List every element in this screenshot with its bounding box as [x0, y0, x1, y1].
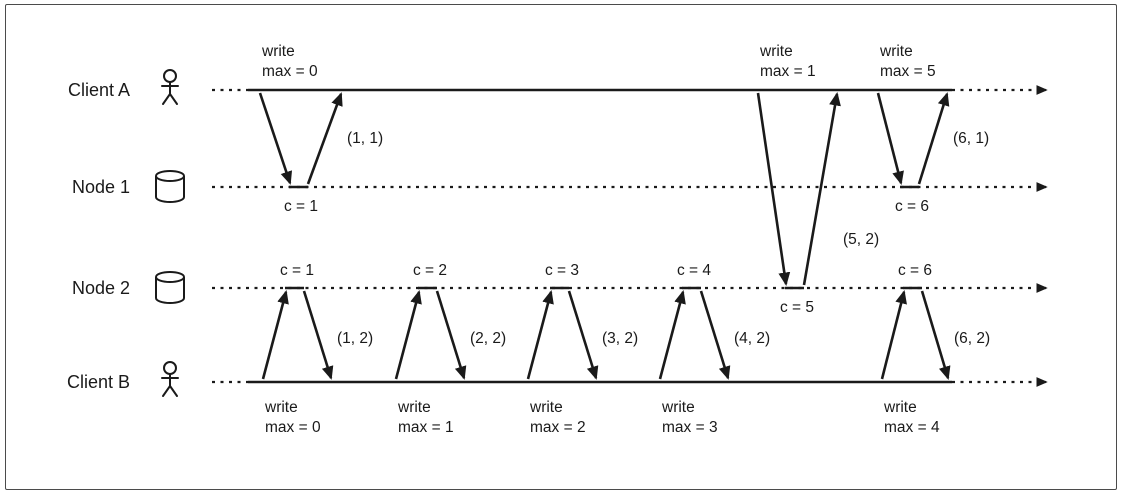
reply-label: (6, 1)	[953, 130, 989, 147]
reply-label: (6, 2)	[954, 330, 990, 347]
reply-arrow	[699, 290, 731, 380]
write-label: write	[883, 399, 917, 416]
write-label: write	[661, 399, 695, 416]
write-label: write	[879, 43, 913, 60]
message-b-write-max0: write max = 0 c = 1 (1, 2)	[261, 262, 373, 436]
write-label-max: max = 1	[760, 63, 816, 80]
message-a-write-max5: write max = 5 c = 6 (6, 1)	[876, 43, 989, 215]
cyl-bottom	[155, 297, 185, 304]
reply-label: (3, 2)	[602, 330, 638, 347]
person-icon	[161, 361, 179, 397]
reply-label: (1, 2)	[337, 330, 373, 347]
leg-right	[169, 93, 178, 105]
lane-node-2: Node 2	[72, 271, 1048, 304]
message-a-write-max1: write max = 1 c = 5 (5, 2)	[756, 43, 879, 316]
request-arrow	[526, 290, 554, 380]
message-b-write-max2: write max = 2 c = 3 (3, 2)	[526, 262, 638, 436]
write-label-max: max = 3	[662, 419, 718, 436]
counter-label: c = 6	[895, 198, 929, 215]
message-a-write-max0: write max = 0 c = 1 (1, 1)	[258, 43, 383, 215]
lane-node-1: Node 1	[72, 170, 1048, 203]
leg-right	[169, 385, 178, 397]
cyl-bottom	[155, 196, 185, 203]
reply-arrow	[920, 290, 951, 380]
leg-left	[162, 93, 171, 105]
reply-label: (5, 2)	[843, 231, 879, 248]
write-label-max: max = 0	[262, 63, 318, 80]
write-label-max: max = 2	[530, 419, 586, 436]
lane-client-a: Client A	[68, 69, 1048, 105]
message-b-write-max4: write max = 4 c = 6 (6, 2)	[880, 262, 990, 436]
cylinder-icon	[155, 170, 185, 203]
write-label: write	[264, 399, 298, 416]
request-arrow	[258, 92, 293, 185]
message-b-write-max1: write max = 1 c = 2 (2, 2)	[394, 262, 506, 436]
write-label-max: max = 5	[880, 63, 936, 80]
cylinder-icon	[155, 271, 185, 304]
write-label: write	[759, 43, 793, 60]
reply-label: (1, 1)	[347, 130, 383, 147]
lane-label-client-a: Client A	[68, 80, 130, 100]
counter-label: c = 6	[898, 262, 932, 279]
reply-arrow	[802, 92, 841, 286]
person-icon	[161, 69, 179, 105]
request-arrow	[880, 290, 907, 380]
counter-label: c = 1	[284, 198, 318, 215]
request-arrow	[876, 92, 904, 185]
reply-arrow	[306, 92, 343, 185]
leg-left	[162, 385, 171, 397]
request-arrow	[756, 92, 791, 287]
counter-label: c = 5	[780, 299, 814, 316]
counter-label: c = 2	[413, 262, 447, 279]
counter-label: c = 1	[280, 262, 314, 279]
lane-client-b: Client B	[67, 361, 1048, 397]
counter-label: c = 3	[545, 262, 579, 279]
write-label: write	[261, 43, 295, 60]
write-label: write	[397, 399, 431, 416]
lane-label-client-b: Client B	[67, 372, 130, 392]
request-arrow	[261, 290, 289, 380]
write-label-max: max = 4	[884, 419, 940, 436]
write-label-max: max = 1	[398, 419, 454, 436]
reply-label: (2, 2)	[470, 330, 506, 347]
reply-arrow	[302, 290, 334, 380]
reply-arrow	[435, 290, 467, 380]
request-arrow	[658, 290, 686, 380]
write-label: write	[529, 399, 563, 416]
reply-arrow	[917, 92, 950, 185]
reply-label: (4, 2)	[734, 330, 770, 347]
counter-label: c = 4	[677, 262, 711, 279]
request-arrow	[394, 290, 422, 380]
lane-label-node-2: Node 2	[72, 278, 130, 298]
message-b-write-max3: write max = 3 c = 4 (4, 2)	[658, 262, 770, 436]
write-label-max: max = 0	[265, 419, 321, 436]
lane-label-node-1: Node 1	[72, 177, 130, 197]
reply-arrow	[567, 290, 599, 380]
